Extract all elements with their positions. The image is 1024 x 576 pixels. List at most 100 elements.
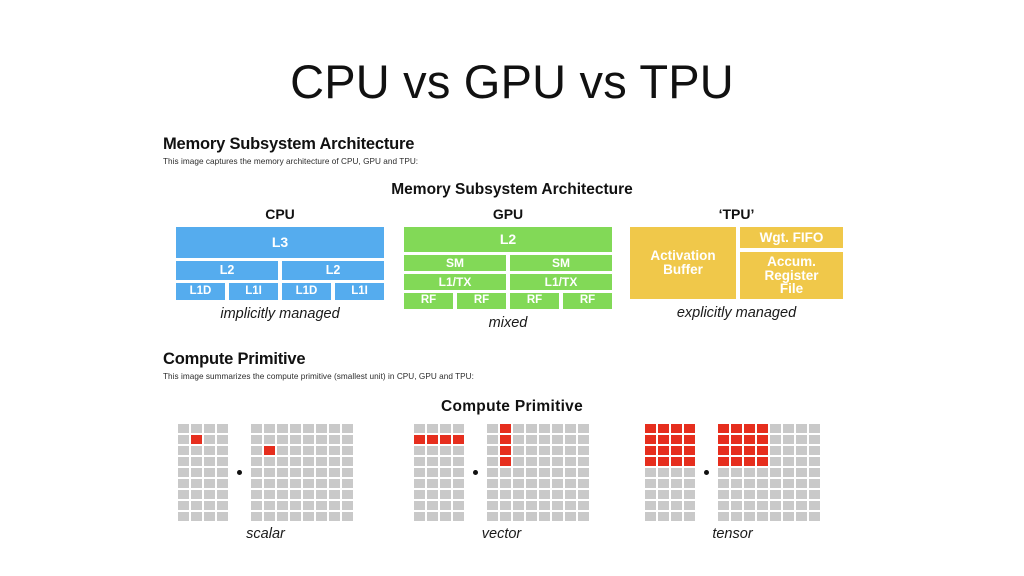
grid-cell — [217, 457, 228, 466]
grid-cell — [178, 457, 189, 466]
grid-cell — [552, 512, 563, 521]
grid-cell — [217, 490, 228, 499]
grid-cell — [552, 490, 563, 499]
grid-cell — [453, 446, 464, 455]
grid-cell — [796, 424, 807, 433]
gpu-sm-row: SM SM — [404, 255, 612, 271]
compute-section-subheading: This image summarizes the compute primit… — [163, 372, 474, 381]
grid-cell — [329, 457, 340, 466]
grid-cell — [427, 512, 438, 521]
grid-cell — [251, 512, 262, 521]
grid-cell — [578, 512, 589, 521]
grid-cell — [264, 512, 275, 521]
grid-cell — [251, 490, 262, 499]
cpu-cache-l2-left: L2 — [176, 261, 278, 280]
grid-cell — [316, 501, 327, 510]
grid-cell — [552, 435, 563, 444]
grid-cell — [500, 490, 511, 499]
gpu-l1tx-row: L1/TX L1/TX — [404, 274, 612, 290]
grid-cell — [178, 468, 189, 477]
grid-cell — [539, 501, 550, 510]
grid-cell — [290, 490, 301, 499]
tpu-weight-fifo: Wgt. FIFO — [740, 227, 843, 248]
grid-cell-active — [645, 457, 656, 466]
grid-cell — [539, 435, 550, 444]
grid-cell — [178, 446, 189, 455]
grid-cell — [526, 490, 537, 499]
grid-cell — [204, 424, 215, 433]
grid-cell-active — [731, 457, 742, 466]
grid-cell — [809, 512, 820, 521]
grid-cell — [796, 479, 807, 488]
grid-cell-active — [671, 457, 682, 466]
memory-diagram-title: Memory Subsystem Architecture — [391, 181, 633, 198]
memory-column-footer-cpu: implicitly managed — [220, 306, 340, 322]
grid-cell — [414, 468, 425, 477]
compute-diagram-title: Compute Primitive — [440, 398, 584, 415]
grid-cell — [731, 512, 742, 521]
operand-grid-right-vector — [487, 424, 589, 521]
grid-cell-active — [671, 424, 682, 433]
grid-cell-active — [684, 457, 695, 466]
grid-cell — [414, 479, 425, 488]
grid-cell-active — [684, 446, 695, 455]
memory-column-footer-gpu: mixed — [488, 315, 528, 331]
grid-cell — [552, 424, 563, 433]
grid-cell — [770, 479, 781, 488]
grid-cell — [290, 457, 301, 466]
tpu-activation-buffer-line1: Activation — [650, 248, 716, 264]
grid-cell-active — [658, 446, 669, 455]
grid-cell-active — [500, 446, 511, 455]
grid-cell — [658, 468, 669, 477]
grid-cell — [513, 490, 524, 499]
grid-cell-active — [718, 435, 729, 444]
grid-cell — [440, 468, 451, 477]
grid-cell — [204, 479, 215, 488]
gpu-l1tx-left: L1/TX — [404, 274, 506, 290]
grid-cell — [316, 435, 327, 444]
grid-cell — [809, 490, 820, 499]
grid-cell — [277, 501, 288, 510]
grid-cell — [526, 501, 537, 510]
cpu-cache-l3: L3 — [176, 227, 384, 258]
grid-cell — [565, 468, 576, 477]
grid-cell-active — [744, 424, 755, 433]
grid-cell — [796, 468, 807, 477]
grid-cell — [526, 435, 537, 444]
grid-cell-active — [453, 435, 464, 444]
grid-cell — [565, 479, 576, 488]
grid-cell — [453, 479, 464, 488]
grid-cell — [565, 501, 576, 510]
grid-cell — [578, 468, 589, 477]
grid-cell — [565, 512, 576, 521]
grid-cell — [440, 457, 451, 466]
grid-cell — [342, 501, 353, 510]
grid-cell — [178, 424, 189, 433]
grid-cell-active — [645, 424, 656, 433]
grid-cell — [500, 512, 511, 521]
grid-cell-active — [684, 435, 695, 444]
grid-cell — [684, 479, 695, 488]
grid-cell — [316, 446, 327, 455]
grid-cell — [526, 424, 537, 433]
grid-cell — [191, 512, 202, 521]
grid-cell — [264, 468, 275, 477]
grid-cell — [427, 468, 438, 477]
grid-cell — [414, 512, 425, 521]
grid-cell — [809, 457, 820, 466]
grid-cell — [342, 490, 353, 499]
grid-cell — [487, 457, 498, 466]
grid-cell — [770, 512, 781, 521]
grid-cell — [796, 446, 807, 455]
grid-cell — [526, 512, 537, 521]
grid-cell — [539, 512, 550, 521]
grid-cell — [645, 468, 656, 477]
grid-cell — [645, 490, 656, 499]
grid-cell — [303, 501, 314, 510]
grid-cell — [316, 512, 327, 521]
compute-primitive-label-scalar: scalar — [246, 526, 285, 542]
grid-cell — [770, 424, 781, 433]
grid-cell — [718, 512, 729, 521]
grid-cell — [770, 446, 781, 455]
grid-cell — [796, 501, 807, 510]
